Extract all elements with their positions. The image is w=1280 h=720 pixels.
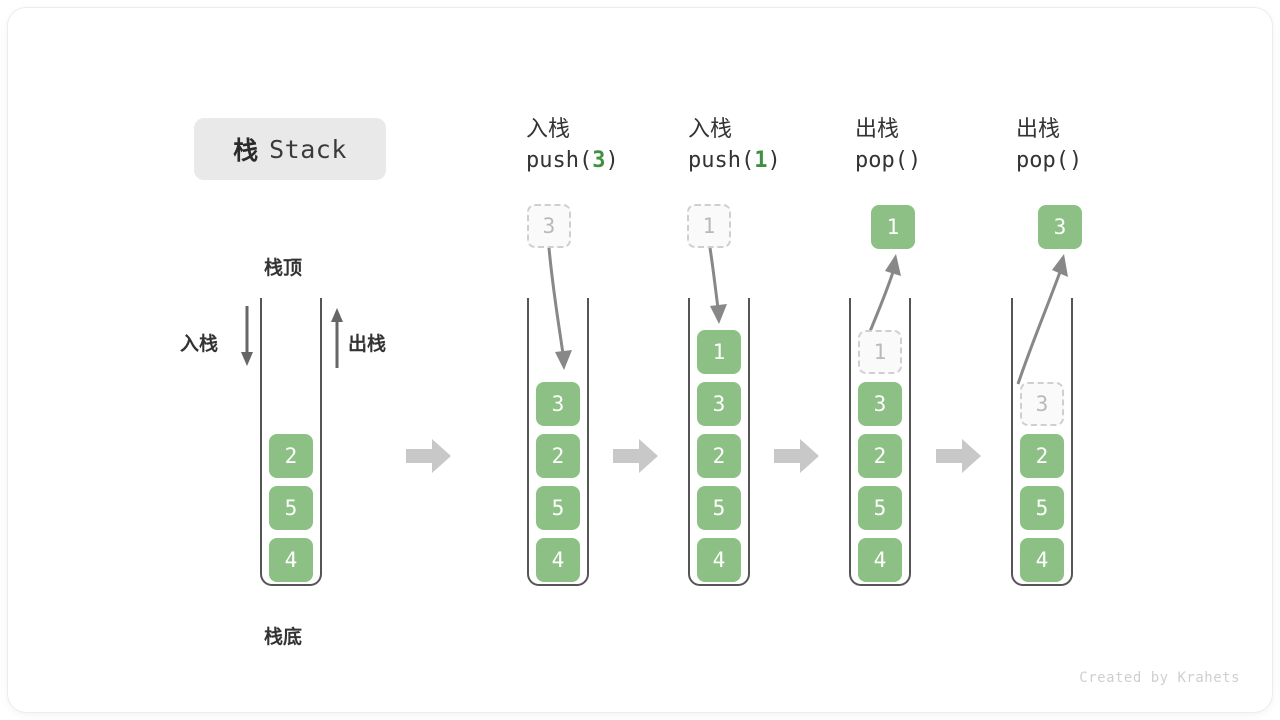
- stack-element: 1: [697, 330, 741, 374]
- op-code-pre: pop(: [1016, 148, 1069, 173]
- panel-push-1: 4 5 2 3 1: [688, 298, 750, 586]
- popped-element-3: 3: [1038, 205, 1082, 249]
- stack-tube: [688, 298, 750, 586]
- stack-tube: [1011, 298, 1073, 586]
- op-code-pre: pop(: [855, 148, 908, 173]
- stack-element: 5: [1020, 486, 1064, 530]
- stack-element: 2: [1020, 434, 1064, 478]
- stack-element: 4: [858, 538, 902, 582]
- stack-element: 5: [536, 486, 580, 530]
- footer-credit: Created by Krahets: [1079, 670, 1240, 686]
- op-code: pop(): [1016, 145, 1176, 177]
- stack-cells-pop-3: 4 5 2 3: [1011, 374, 1073, 582]
- stack-element: 5: [269, 486, 313, 530]
- push-motion-arrow-icon: [708, 247, 727, 324]
- op-code-post: ): [1068, 148, 1083, 173]
- pop-motion-arrow-icon: [867, 254, 901, 335]
- op-code-post: ): [605, 148, 619, 173]
- stack-element: 4: [536, 538, 580, 582]
- pop-direction-arrow-icon: [331, 308, 343, 368]
- stack-cells-pop-1: 4 5 2 3 1: [849, 322, 911, 582]
- stack-element: 4: [697, 538, 741, 582]
- op-cn: 出栈: [1016, 117, 1061, 142]
- title-badge: 栈 Stack: [194, 118, 386, 180]
- panel-pop-3: 4 5 2 3: [1011, 298, 1073, 586]
- pop-motion-arrow-icon: [1016, 254, 1068, 385]
- op-label-push-1: 入栈 push(1): [688, 115, 848, 177]
- op-cn: 出栈: [855, 117, 900, 142]
- op-arg: 3: [592, 148, 606, 173]
- panel-initial: 4 5 2: [260, 298, 322, 586]
- op-code-post: ): [907, 148, 922, 173]
- op-cn: 入栈: [688, 117, 733, 142]
- stack-element: 2: [697, 434, 741, 478]
- op-cn: 入栈: [526, 117, 571, 142]
- label-push-side: 入栈: [180, 333, 219, 355]
- stack-cells-push-1: 4 5 2 3 1: [688, 322, 750, 582]
- op-label-pop-3: 出栈 pop(): [1016, 115, 1176, 177]
- stack-cells-push-3: 4 5 2 3: [527, 374, 589, 582]
- stack-element: 5: [858, 486, 902, 530]
- pending-element-1: 1: [687, 204, 731, 248]
- stack-element: 3: [1020, 382, 1064, 426]
- op-code: push(3): [526, 145, 686, 177]
- stack-element: 5: [697, 486, 741, 530]
- op-code: push(1): [688, 145, 848, 177]
- stack-element: 4: [269, 538, 313, 582]
- popped-element-1: 1: [871, 205, 915, 249]
- panel-pop-1: 4 5 2 3 1: [849, 298, 911, 586]
- title-cn: 栈: [233, 136, 260, 165]
- stack-element: 3: [697, 382, 741, 426]
- push-direction-arrow-icon: [241, 306, 253, 366]
- stack-element: 3: [858, 382, 902, 426]
- label-stack-bottom: 栈底: [264, 626, 303, 648]
- op-code-pre: push(: [526, 148, 593, 173]
- step-arrow-icon: [774, 439, 819, 473]
- step-arrow-icon: [406, 439, 451, 473]
- stack-element: 2: [536, 434, 580, 478]
- stack-element: 2: [858, 434, 902, 478]
- stack-tube: [260, 298, 322, 586]
- pending-element-3: 3: [527, 204, 571, 248]
- op-code-pre: push(: [688, 148, 755, 173]
- stack-element: 4: [1020, 538, 1064, 582]
- op-arg: 1: [754, 148, 768, 173]
- op-label-pop-1: 出栈 pop(): [855, 115, 1015, 177]
- push-motion-arrow-icon: [547, 247, 572, 370]
- op-label-push-3: 入栈 push(3): [526, 115, 686, 177]
- panel-push-3: 4 5 2 3: [527, 298, 589, 586]
- title-en: Stack: [269, 134, 347, 164]
- stack-tube: [527, 298, 589, 586]
- stack-element: 3: [536, 382, 580, 426]
- step-arrow-icon: [613, 439, 658, 473]
- label-stack-top: 栈顶: [264, 257, 303, 279]
- op-code-post: ): [767, 148, 781, 173]
- step-arrow-icon: [936, 439, 981, 473]
- op-code: pop(): [855, 145, 1015, 177]
- stack-cells-initial: 4 5 2: [260, 426, 322, 582]
- stack-element: 1: [858, 330, 902, 374]
- stack-element: 2: [269, 434, 313, 478]
- label-pop-side: 出栈: [348, 333, 387, 355]
- stack-tube: [849, 298, 911, 586]
